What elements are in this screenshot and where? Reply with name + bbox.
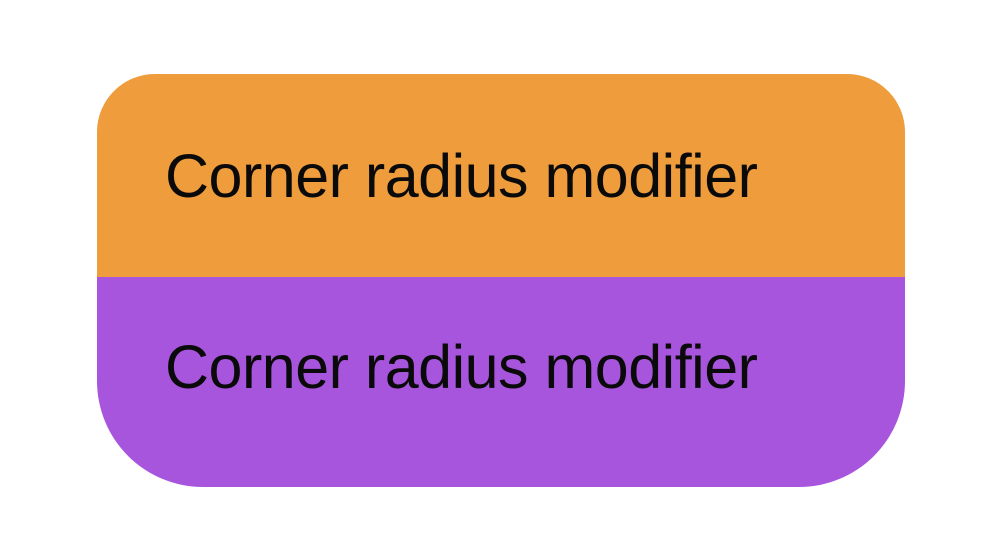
purple-rounded-block[interactable]: Corner radius modifier xyxy=(97,277,905,487)
orange-block-label: Corner radius modifier xyxy=(165,142,758,211)
orange-rounded-block[interactable]: Corner radius modifier xyxy=(97,74,905,277)
rounded-block-stack: Corner radius modifier Corner radius mod… xyxy=(97,74,905,487)
purple-block-label: Corner radius modifier xyxy=(165,332,758,401)
